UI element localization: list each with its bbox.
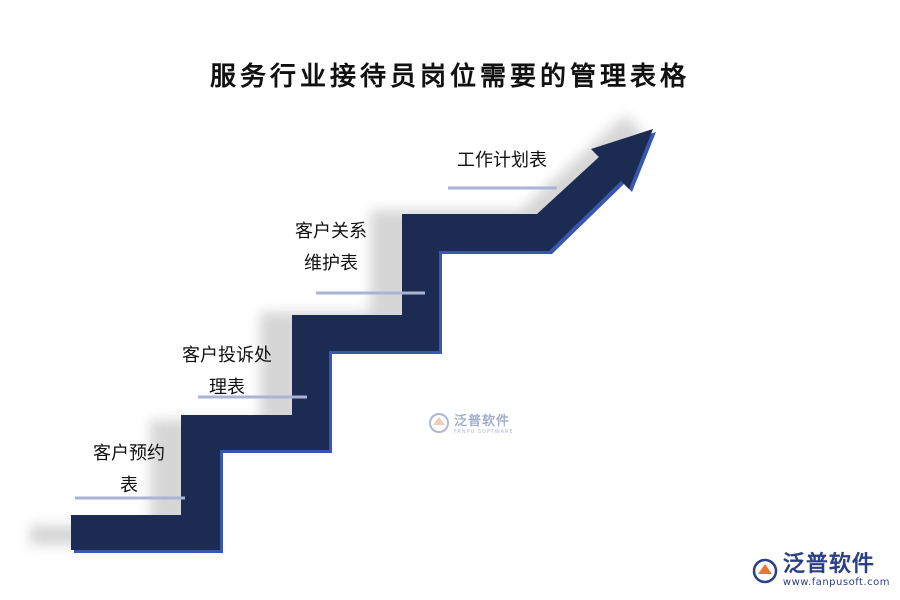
watermark-center-name: 泛普软件 xyxy=(454,414,511,429)
step-label-2: 客户投诉处 理表 xyxy=(172,340,282,404)
step-label-2-line-2: 理表 xyxy=(209,377,245,398)
fanpu-logo-icon xyxy=(752,558,778,583)
watermark-corner: 泛普软件 www.fanpusoft.com xyxy=(751,553,890,588)
step-label-3: 客户关系 维护表 xyxy=(276,216,386,280)
step-label-1-line-2: 表 xyxy=(120,475,138,496)
step-label-4-line-1: 工作计划表 xyxy=(457,150,547,171)
watermark-center-sub: FANPU SOFTWARE xyxy=(454,429,514,435)
staircase-body xyxy=(71,129,653,550)
step-label-3-line-2: 维护表 xyxy=(304,253,358,274)
watermark-corner-name: 泛普软件 xyxy=(782,552,875,577)
step-label-1: 客户预约 表 xyxy=(74,438,184,502)
fanpu-logo-icon xyxy=(429,412,449,433)
watermark-corner-sub: www.fanpusoft.com xyxy=(782,577,890,588)
step-label-1-line-1: 客户预约 xyxy=(93,443,165,464)
step-label-4: 工作计划表 xyxy=(446,145,558,177)
page-title: 服务行业接待员岗位需要的管理表格 xyxy=(209,62,690,92)
step-label-2-line-1: 客户投诉处 xyxy=(182,345,272,366)
step-label-3-line-1: 客户关系 xyxy=(295,221,367,242)
watermark-center: 泛普软件 FANPU SOFTWARE xyxy=(428,410,514,435)
